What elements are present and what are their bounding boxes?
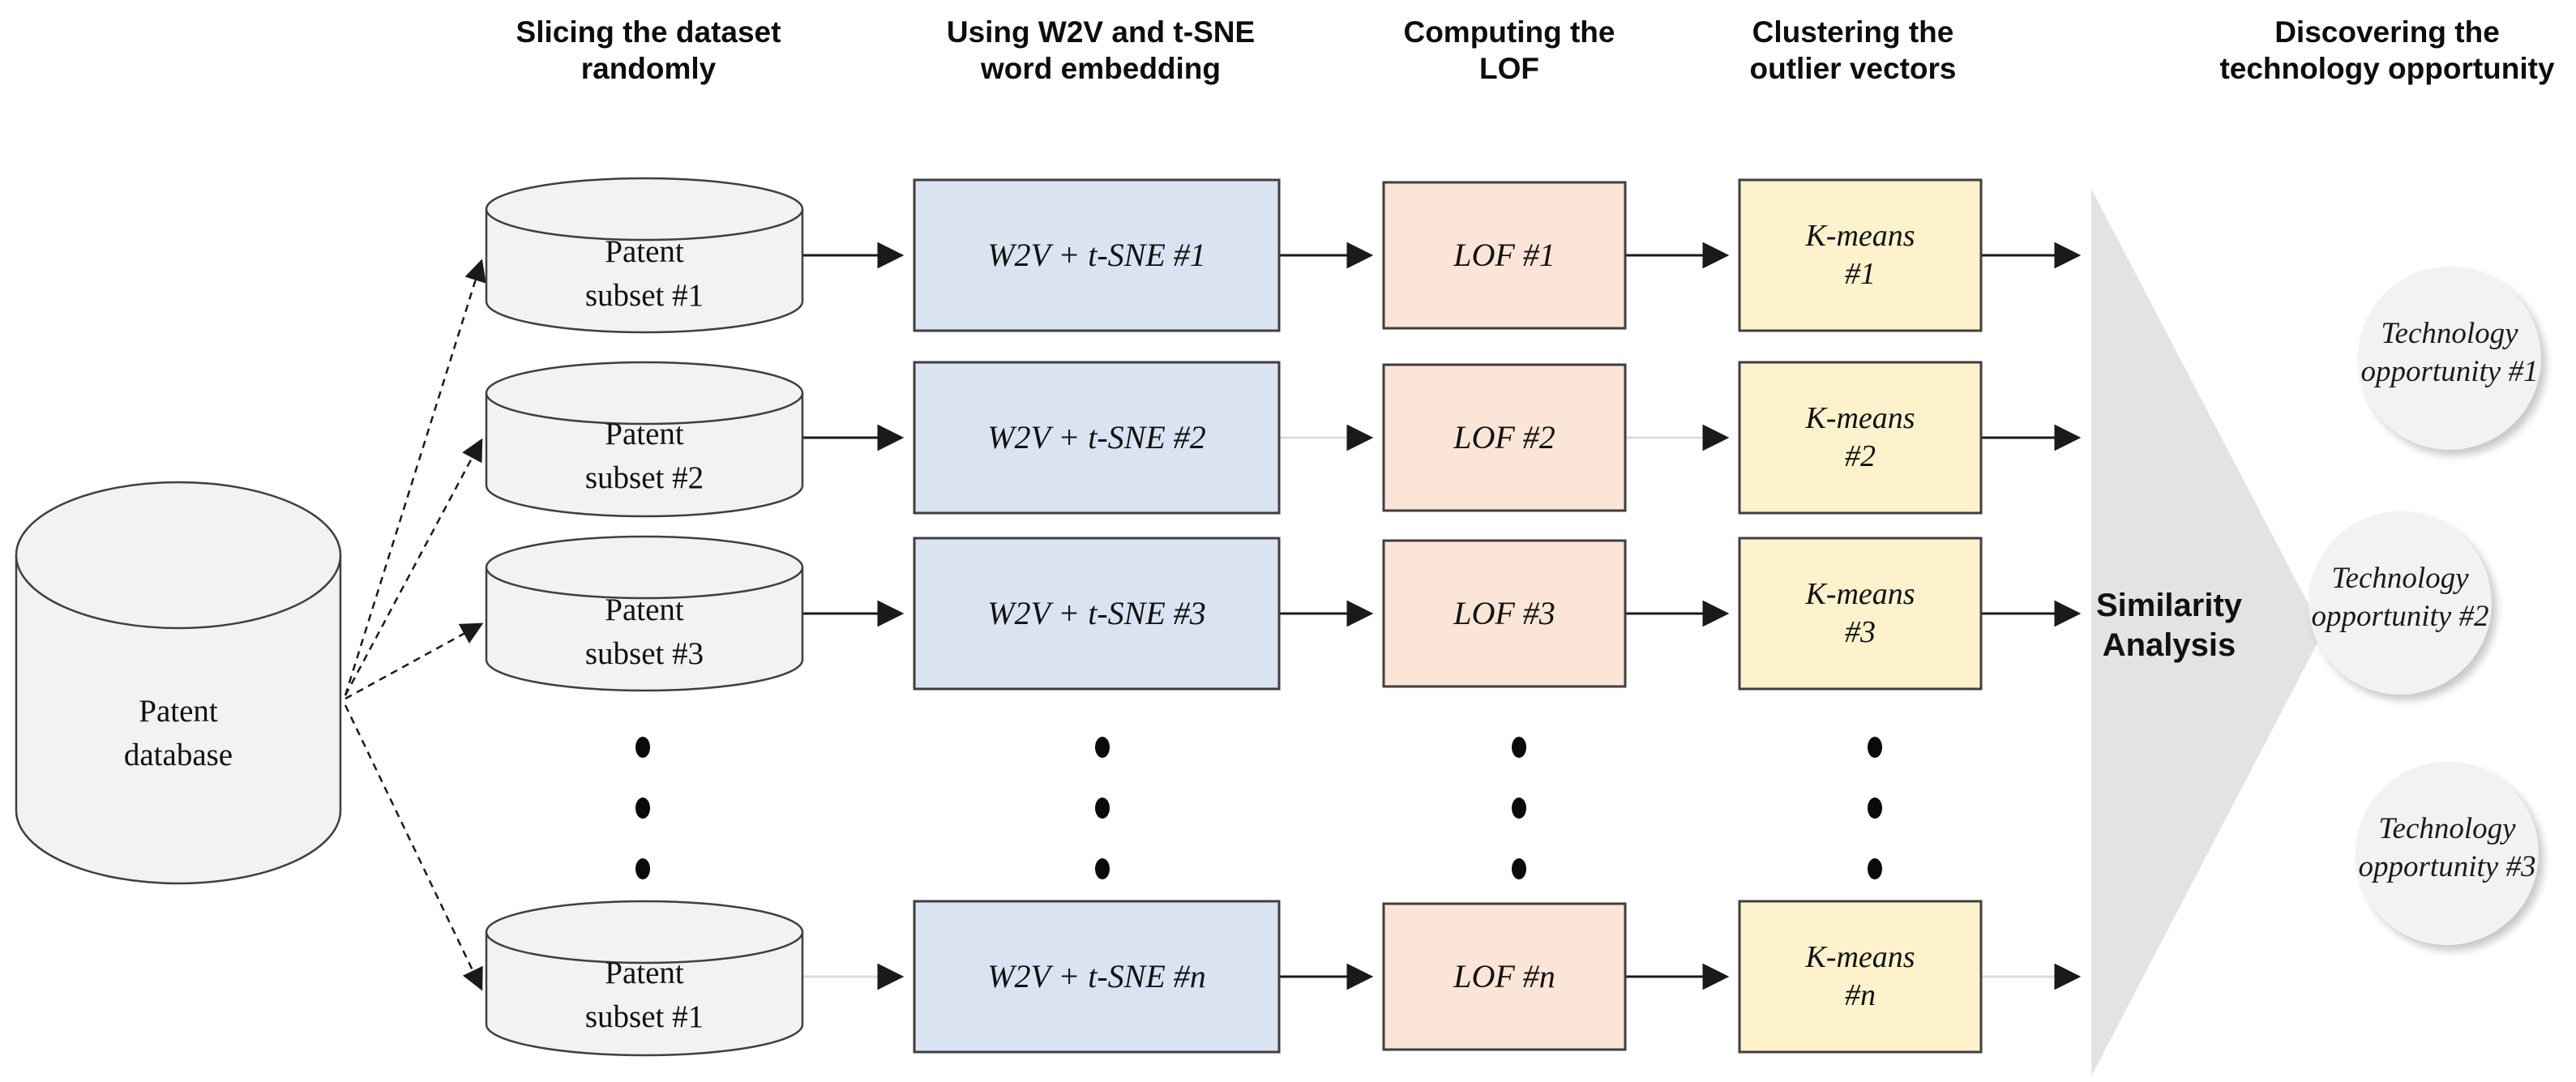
lof-label-1: LOF #1 — [1453, 237, 1555, 273]
patent-database-label: Patent database — [123, 694, 233, 772]
lof-label-2: LOF #2 — [1453, 419, 1555, 455]
w2v-tsne-box-3 — [913, 537, 1281, 691]
kmeans-box-2 — [1738, 361, 1983, 515]
patent-subset-cylinder-3 — [485, 535, 804, 692]
fan-arrow-2 — [344, 438, 483, 696]
kmeans-label-1: K-means #1 — [1805, 219, 1915, 291]
kmeans-box-3 — [1738, 537, 1983, 691]
lof-box-2 — [1382, 363, 1627, 512]
row-connectors — [802, 242, 2082, 990]
similarity-analysis-label: Similarity Analysis — [2095, 588, 2243, 663]
fan-arrow-4 — [344, 704, 483, 991]
lof-label-3: LOF #3 — [1453, 595, 1555, 631]
patent-database-cylinder — [15, 481, 342, 885]
fan-arrow-3 — [344, 622, 484, 700]
technology-opportunity-label-1: Technology opportunity #1 — [2360, 317, 2539, 389]
w2v-tsne-label-1: W2V + t-SNE #1 — [987, 237, 1206, 273]
kmeans-label-n: K-means #n — [1805, 940, 1915, 1012]
column-header-discovering: Discovering the technology opportunity — [2219, 15, 2555, 85]
technology-opportunity-circle-3: Technology opportunity #3 — [2356, 762, 2539, 945]
w2v-tsne-label-2: W2V + t-SNE #2 — [987, 419, 1206, 455]
kmeans-box-n — [1738, 900, 1983, 1054]
lof-label-n: LOF #n — [1453, 958, 1555, 994]
w2v-tsne-box-1 — [913, 178, 1281, 332]
similarity-arrow — [2091, 189, 2323, 1076]
lof-box-n — [1382, 902, 1627, 1051]
technology-opportunity-circle-2: Technology opportunity #2 — [2309, 511, 2492, 695]
kmeans-label-2: K-means #2 — [1805, 401, 1915, 473]
kmeans-label-3: K-means #3 — [1805, 577, 1915, 649]
patent-subset-label-3: Patent subset #3 — [584, 592, 704, 671]
column-header-lof: Computing the LOF — [1403, 15, 1615, 85]
patent-subset-cylinder-1 — [485, 177, 804, 334]
column-header-slicing: Slicing the dataset randomly — [516, 15, 781, 85]
patent-subset-cylinder-n — [485, 900, 804, 1057]
patent-subset-label-n: Patent subset #1 — [584, 956, 704, 1034]
ellipsis-dots — [635, 737, 1882, 879]
w2v-tsne-label-3: W2V + t-SNE #3 — [987, 595, 1206, 631]
patent-subset-cylinder-2 — [485, 361, 804, 518]
patent-subset-label-1: Patent subset #1 — [584, 234, 704, 313]
w2v-tsne-label-n: W2V + t-SNE #n — [987, 958, 1206, 994]
technology-opportunity-label-2: Technology opportunity #2 — [2311, 562, 2489, 634]
column-header-embedding: Using W2V and t-SNE word embedding — [946, 15, 1256, 85]
lof-box-3 — [1382, 539, 1627, 688]
w2v-tsne-box-2 — [913, 361, 1281, 515]
fan-arrow-1 — [344, 259, 486, 696]
kmeans-box-1 — [1738, 178, 1983, 332]
technology-opportunity-circle-1: Technology opportunity #1 — [2358, 267, 2541, 450]
technology-opportunity-label-3: Technology opportunity #3 — [2358, 812, 2536, 884]
fan-arrows — [344, 259, 486, 991]
patent-subset-label-2: Patent subset #2 — [584, 417, 704, 495]
column-header-clustering: Clustering the outlier vectors — [1749, 15, 1957, 85]
w2v-tsne-box-n — [913, 900, 1281, 1054]
lof-box-1 — [1382, 181, 1627, 330]
